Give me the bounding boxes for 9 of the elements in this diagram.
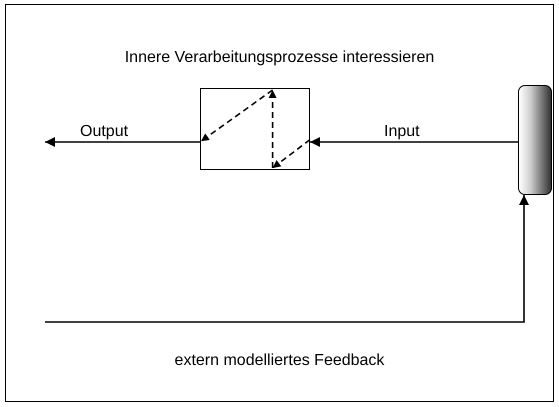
- arrow: [45, 195, 529, 323]
- frame: [5, 4, 554, 402]
- input-device-bar: [518, 85, 552, 195]
- edge-label: extern modelliertes Feedback: [174, 352, 386, 370]
- arrow: [310, 137, 518, 147]
- heading-text: Innere Verarbeitungsprozesse interessieren: [124, 49, 436, 67]
- edge-label: Input: [382, 123, 422, 141]
- arrow: [45, 137, 200, 147]
- edge-label: Output: [78, 123, 130, 141]
